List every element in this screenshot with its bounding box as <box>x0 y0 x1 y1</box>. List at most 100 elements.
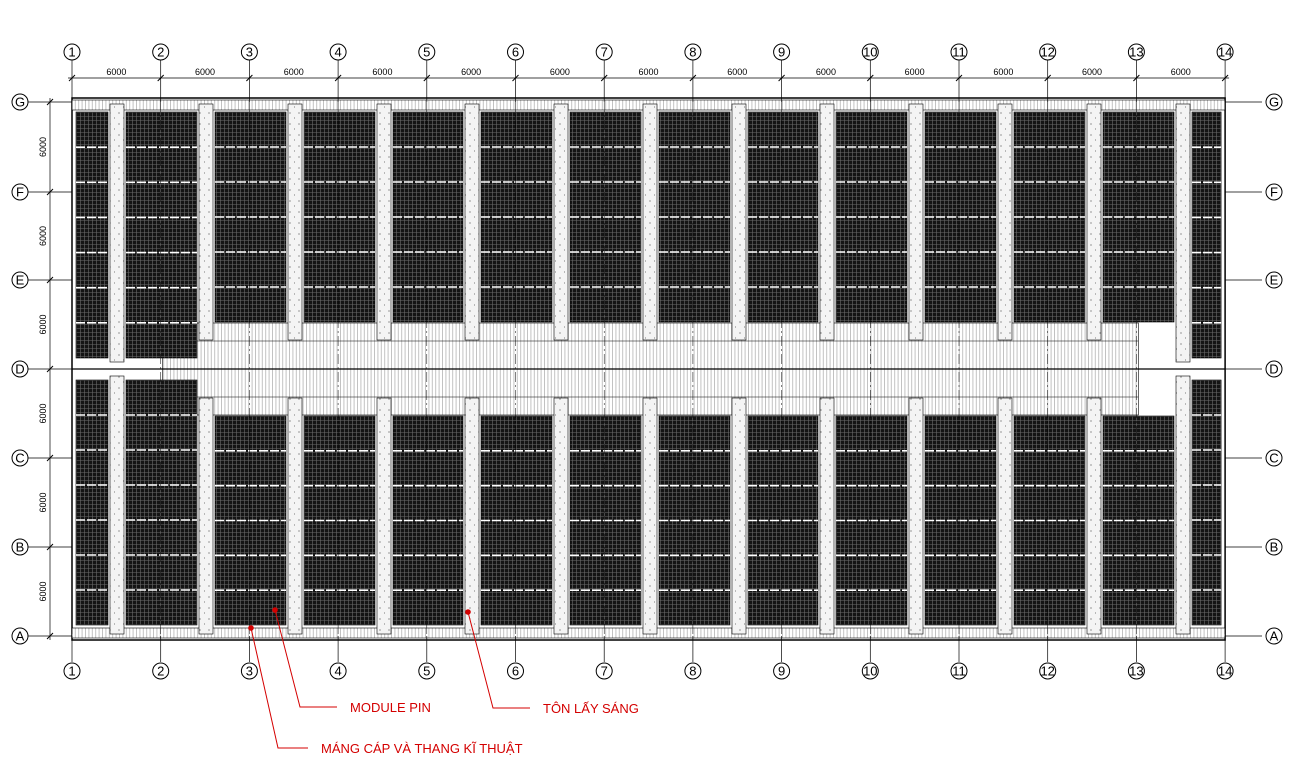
grid-bubble-column-top-label: 3 <box>246 45 253 60</box>
dimension-text-column: 6000 <box>905 67 925 77</box>
grid-bubble-row-right-label: B <box>1270 540 1279 555</box>
grid-bubble-column-bottom-circle <box>684 662 702 680</box>
solar-panel-block-top <box>1191 111 1222 359</box>
skylight-strip <box>553 397 569 635</box>
grid-bubble-row-right-circle <box>1265 271 1283 289</box>
dimension-tick <box>423 74 431 82</box>
grid-bubble-column-bottom-label: 1 <box>68 664 75 679</box>
annotation-leaders: MODULE PIN TÔN LẤY SÁNG MÁNG CÁP VÀ THAN… <box>248 607 639 756</box>
skylight-strip <box>1086 103 1102 341</box>
annotation-module-pin: MODULE PIN <box>350 700 431 715</box>
grid-bubble-column-bottom-circle <box>1039 662 1057 680</box>
skylight-strip <box>1175 103 1191 363</box>
grid-bubble-row-right-label: C <box>1269 451 1278 466</box>
skylight-strip <box>908 103 924 341</box>
grid-bubble-column-bottom-label: 11 <box>952 664 966 679</box>
skylight-strip <box>287 397 303 635</box>
grid-bubble-column-top-label: 12 <box>1040 45 1054 60</box>
skylight-strip <box>464 397 480 635</box>
grid-bubble-column-bottom-circle <box>63 662 81 680</box>
solar-panel-block-bottom <box>125 379 198 626</box>
grid-bubble-column-top-label: 9 <box>778 45 785 60</box>
skylight-strip <box>553 103 569 341</box>
grid-bubble-column-bottom-circle <box>595 662 613 680</box>
grid-bubble-row-right-label: D <box>1269 362 1278 377</box>
grid-bubble-row-left-label: B <box>16 540 25 555</box>
dimension-text-column: 6000 <box>1171 67 1191 77</box>
dimension-tick <box>778 74 785 82</box>
dimension-tick <box>689 74 697 82</box>
grid-bubble-column-top-label: 2 <box>157 45 164 60</box>
grid-bubble-row-left-label: E <box>16 273 25 288</box>
dimension-text-column: 6000 <box>284 67 304 77</box>
skylight-strip <box>997 397 1013 635</box>
grid-bubble-column-top-circle <box>63 43 81 61</box>
grid-bubble-column-bottom-circle <box>152 662 170 680</box>
skylight-strip <box>376 103 392 341</box>
grid-bubble-column-bottom-circle <box>329 662 347 680</box>
grid-bubble-column-top-circle <box>152 43 170 61</box>
skylight-strip <box>731 103 747 341</box>
grid-bubble-row-right-circle <box>1265 360 1283 378</box>
grid-bubble-column-bottom-label: 2 <box>157 664 164 679</box>
grid-bubble-column-bottom-label: 10 <box>863 664 877 679</box>
skylight-strip <box>908 397 924 635</box>
grid-bubble-row-left-circle <box>11 93 29 111</box>
grid-bubble-row-left-label: A <box>16 629 25 644</box>
grid-bubble-row-right-label: A <box>1270 629 1279 644</box>
dimension-text-column: 6000 <box>816 67 836 77</box>
grid-bubble-column-bottom-label: 3 <box>246 664 253 679</box>
dimension-tick <box>46 454 54 462</box>
leader-cable-tray <box>250 627 308 749</box>
skylight-strip <box>819 103 835 341</box>
grid-bubble-column-bottom-label: 4 <box>334 664 341 679</box>
dimension-text-row: 6000 <box>38 492 48 512</box>
dimension-text-row: 6000 <box>38 226 48 246</box>
grid-bubble-column-bottom-label: 12 <box>1040 664 1054 679</box>
dimension-tick <box>46 188 54 196</box>
grid-bubble-row-left-circle <box>11 538 29 556</box>
grid-bubble-column-bottom-circle <box>1127 662 1145 680</box>
dimension-text-column: 6000 <box>195 67 215 77</box>
grid-bubble-column-bottom-label: 14 <box>1218 664 1232 679</box>
skylight-strip <box>109 375 125 635</box>
dimension-tick <box>955 74 963 82</box>
grid-bubble-column-bottom-circle <box>418 662 436 680</box>
dimension-text-row: 6000 <box>38 314 48 334</box>
roof-area <box>71 97 1226 641</box>
dimension-tick <box>68 74 76 82</box>
grid-bubble-row-left-circle <box>11 627 29 645</box>
dimension-text-column: 6000 <box>727 67 747 77</box>
grid-bubble-column-bottom-circle <box>240 662 258 680</box>
grid-bubble-column-bottom-circle <box>861 662 879 680</box>
grid-bubble-column-bottom-circle <box>507 662 524 680</box>
grid-bubble-column-bottom-label: 6 <box>512 664 519 679</box>
dimension-tick <box>246 74 253 82</box>
dimension-text-row: 6000 <box>38 137 48 157</box>
grid-bubble-column-bottom-label: 13 <box>1129 664 1143 679</box>
grid-bubble-row-right-label: G <box>1269 95 1279 110</box>
skylight-strip <box>731 397 747 635</box>
skylight-strip <box>1086 397 1102 635</box>
grid-bubble-row-left-circle <box>11 360 29 378</box>
grid-bubble-row-right-circle <box>1265 538 1283 556</box>
grid-bubble-column-top-label: 11 <box>952 45 966 60</box>
dimension-tick <box>46 365 54 373</box>
dimension-text-column: 6000 <box>550 67 570 77</box>
dimension-text-column: 6000 <box>1082 67 1102 77</box>
dimension-tick <box>866 74 874 82</box>
grid-bubble-column-top-circle <box>418 43 436 61</box>
skylight-strip <box>642 397 658 635</box>
leader-dot-cable <box>248 625 254 631</box>
dimension-tick <box>46 276 54 284</box>
dimension-text-row: 6000 <box>38 403 48 423</box>
grid-bubble-row-left-label: C <box>15 451 24 466</box>
grid-bubble-column-top-label: 13 <box>1129 45 1143 60</box>
solar-panel-block-bottom <box>75 379 109 626</box>
dimension-tick <box>1133 74 1140 82</box>
leader-dot-skylight <box>465 609 471 615</box>
grid-bubble-column-top-label: 14 <box>1218 45 1232 60</box>
grid-bubble-column-top-circle <box>507 43 524 61</box>
skylight-strip <box>109 103 125 363</box>
